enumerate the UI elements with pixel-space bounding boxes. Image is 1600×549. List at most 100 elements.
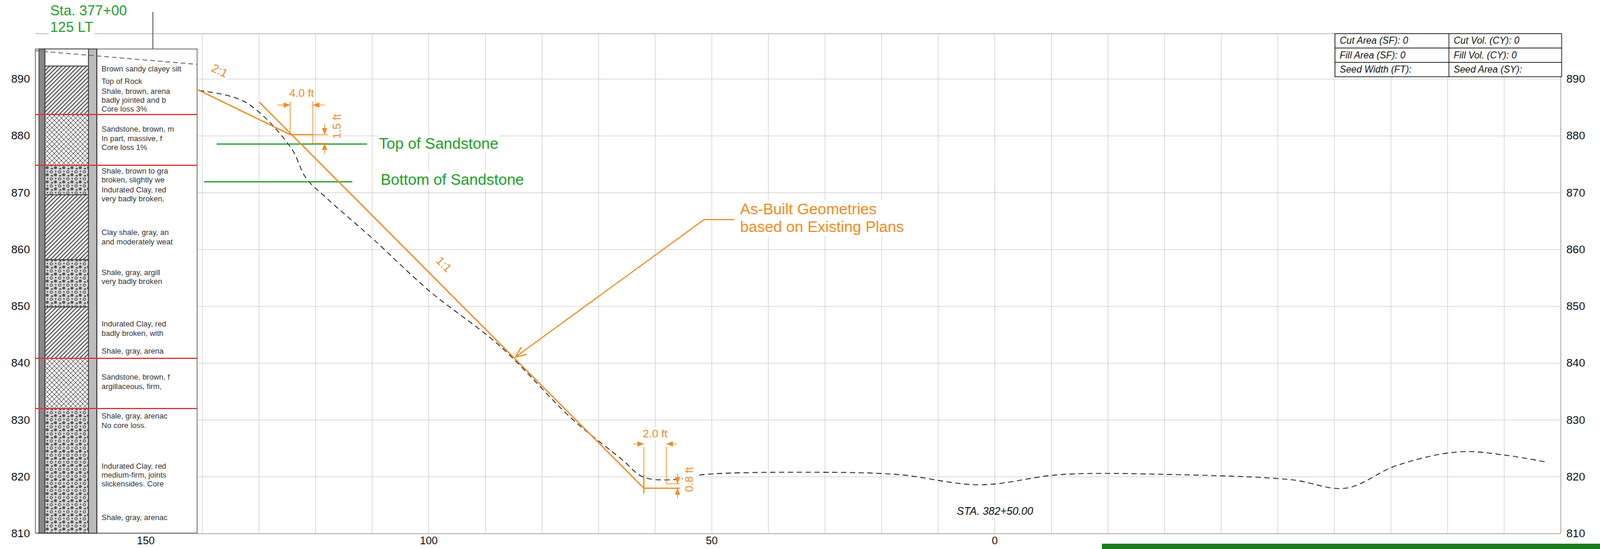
grid-line (1390, 33, 1392, 534)
sandstone-line (216, 143, 368, 145)
elevation-label: 860 (10, 243, 32, 257)
as-built-toe (643, 474, 645, 494)
callout-arrow (515, 347, 522, 358)
boring-log-text: Core loss 3% (100, 105, 149, 113)
elevation-label: 870 (1565, 186, 1587, 200)
as-built-slope (259, 102, 644, 489)
as-built-slope (197, 89, 291, 135)
layer-boundary (35, 113, 198, 116)
log-column (38, 48, 45, 533)
elevation-label: 820 (1565, 470, 1587, 484)
elevation-label: 810 (1565, 527, 1587, 541)
callout-leader (515, 219, 735, 358)
offset-axis-label: 50 (704, 534, 719, 548)
log-layer (44, 194, 89, 260)
log-layer (44, 358, 89, 409)
dimension-arrow (675, 488, 681, 495)
elevation-label: 840 (10, 356, 32, 370)
grid-line (1447, 33, 1448, 534)
grid-line (1503, 33, 1505, 534)
boring-log-text: Shale, gray, argill (100, 268, 162, 277)
layer-label: Top of Sandstone (377, 135, 500, 153)
quantity-table (1335, 33, 1562, 77)
offset-axis-label: 150 (135, 534, 156, 548)
grid-line (197, 419, 1562, 421)
table-cell: Fill Vol. (CY): 0 (1452, 49, 1518, 61)
callout-note: As-Built Geometries based on Existing Pl… (738, 200, 914, 237)
grid-line (371, 33, 373, 534)
grid-line (315, 33, 316, 534)
boring-log-text: argillaceous, firm, (100, 382, 163, 391)
log-layer (44, 165, 89, 195)
boring-log-text: and moderately weat (100, 237, 175, 246)
grid-line (824, 33, 826, 534)
offset-label: 125 LT (48, 18, 95, 36)
grid-line (197, 249, 1562, 250)
boring-log-text: No core loss. (100, 421, 148, 430)
boring-log-text: Sandstone, brown, m (100, 125, 176, 133)
elevation-label: 880 (10, 129, 32, 143)
slope-label: 2:1 (208, 60, 232, 82)
elevation-label: 850 (10, 299, 32, 313)
log-layer (44, 306, 89, 359)
boring-log-text: Indurated Clay, red (100, 185, 168, 194)
layer-boundary (35, 407, 198, 410)
boring-log-text: Shale, gray, arena (100, 347, 165, 355)
grid-line (881, 33, 882, 534)
dimension-arrow (322, 143, 328, 150)
station-note: STA. 382+50.00 (955, 505, 1035, 518)
status-bar (1101, 543, 1600, 549)
grid-line (1221, 33, 1222, 534)
grid-line (197, 192, 1562, 193)
sandstone-line (204, 181, 353, 183)
extension-line (289, 101, 291, 135)
grid-line (1333, 33, 1335, 534)
extension-line (312, 133, 328, 135)
dimension-arrow (675, 477, 681, 484)
dimension-label: 1.5 ft (330, 112, 344, 140)
dimension-arrow (637, 441, 644, 447)
grid-line (1164, 33, 1166, 534)
elevation-label: 820 (10, 470, 32, 484)
grid-border (1560, 33, 1562, 534)
boring-log-text: Indurated Clay, red (100, 462, 168, 470)
boring-log-text: In part, massive, f (100, 134, 164, 143)
elevation-label: 890 (1565, 72, 1587, 86)
table-rule (1448, 33, 1449, 77)
elevation-label: 830 (10, 413, 32, 427)
grid-line (994, 33, 996, 534)
grid-line (197, 362, 1562, 364)
boring-log (35, 48, 198, 533)
layer-boundary (35, 357, 198, 359)
grid-line (197, 79, 1562, 80)
extension-line (312, 142, 328, 144)
elevation-label: 860 (1565, 243, 1587, 257)
as-built-bench (290, 133, 313, 136)
boring-log-text: very badly broken, (100, 194, 166, 203)
as-built-toe (643, 487, 680, 489)
boring-log-text: Top of Rock (100, 77, 144, 85)
boring-log-text: Shale, brown, arena (100, 87, 172, 96)
dimension-arrow (283, 102, 291, 109)
table-cell: Cut Vol. (CY): 0 (1452, 35, 1521, 47)
grid-line (1107, 33, 1109, 534)
elevation-label: 850 (1565, 299, 1587, 313)
boring-stick (152, 11, 154, 49)
extension-line (643, 446, 644, 475)
boring-log-text: Sandstone, brown, f (100, 372, 172, 381)
elevation-label: 870 (10, 186, 32, 200)
grid-line (1277, 33, 1279, 534)
boring-log-text: broken, slightly we (100, 175, 166, 184)
grid-line (655, 33, 656, 534)
grid-border (35, 33, 1562, 34)
table-rule (1335, 61, 1562, 63)
boring-log-text: Shale, gray, arenac (100, 513, 169, 522)
grid-line (485, 33, 486, 534)
grid-line (197, 476, 1562, 477)
log-layer (44, 48, 89, 67)
grid-line (197, 306, 1562, 307)
slope-label: 1:1 (432, 253, 456, 277)
grid-line (937, 33, 939, 534)
